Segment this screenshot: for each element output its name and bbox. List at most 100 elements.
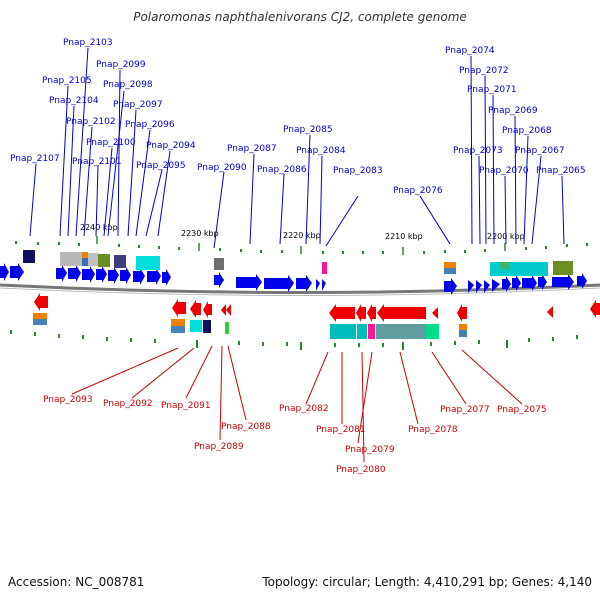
domain-box <box>225 322 229 334</box>
forward-gene-arrow[interactable] <box>108 267 119 284</box>
forward-gene-arrow[interactable] <box>120 267 131 284</box>
gene-label[interactable]: Pnap_2074 <box>445 46 495 56</box>
gene-label[interactable]: Pnap_2082 <box>279 404 329 414</box>
forward-gene-arrow[interactable] <box>56 265 67 282</box>
forward-gene-arrow[interactable] <box>468 280 474 293</box>
gene-label[interactable]: Pnap_2079 <box>345 445 395 455</box>
gene-label[interactable]: Pnap_2092 <box>103 399 153 409</box>
domain-box <box>60 252 82 266</box>
forward-gene-arrow[interactable] <box>316 279 320 291</box>
reverse-gene-arrow[interactable] <box>356 304 366 322</box>
gene-label[interactable]: Pnap_2067 <box>515 146 565 156</box>
scale-ticks <box>96 236 506 255</box>
gene-label[interactable]: Pnap_2102 <box>66 117 116 127</box>
gene-label[interactable]: Pnap_2103 <box>63 38 113 48</box>
gene-label[interactable]: Pnap_2096 <box>125 120 175 130</box>
forward-gene-arrow[interactable] <box>68 265 81 282</box>
gene-label[interactable]: Pnap_2076 <box>393 186 443 196</box>
forward-gene-arrow[interactable] <box>444 278 457 295</box>
domain-box <box>490 262 548 276</box>
forward-gene-arrow[interactable] <box>502 276 511 292</box>
domain-box <box>33 313 47 319</box>
gene-label[interactable]: Pnap_2090 <box>197 163 247 173</box>
minor-ticks-bottom <box>10 330 578 350</box>
gene-label[interactable]: Pnap_2080 <box>336 465 386 475</box>
forward-gene-arrow[interactable] <box>538 274 547 290</box>
forward-gene-arrow[interactable] <box>264 275 294 292</box>
reverse-gene-arrow[interactable] <box>457 304 467 322</box>
reverse-gene-arrow[interactable] <box>190 300 201 318</box>
forward-gene-arrow[interactable] <box>147 268 161 285</box>
forward-gene-track <box>0 263 587 295</box>
gene-label[interactable]: Pnap_2101 <box>72 157 122 167</box>
forward-gene-arrow[interactable] <box>552 274 574 290</box>
reverse-gene-arrow[interactable] <box>221 304 226 316</box>
gene-label[interactable]: Pnap_2081 <box>316 425 366 435</box>
reverse-gene-arrow[interactable] <box>590 300 600 318</box>
domain-box <box>444 268 456 274</box>
gene-label[interactable]: Pnap_2107 <box>10 154 60 164</box>
reverse-gene-arrow[interactable] <box>226 304 231 316</box>
forward-gene-arrow[interactable] <box>322 279 326 291</box>
domain-box <box>330 324 356 339</box>
forward-gene-arrow[interactable] <box>476 280 482 293</box>
gene-label[interactable]: Pnap_2078 <box>408 425 458 435</box>
gene-label[interactable]: Pnap_2105 <box>42 76 92 86</box>
domain-box <box>368 324 375 339</box>
forward-gene-arrow[interactable] <box>236 274 262 291</box>
gene-label[interactable]: Pnap_2086 <box>257 165 307 175</box>
forward-gene-arrow[interactable] <box>10 263 24 281</box>
gene-label[interactable]: Pnap_2097 <box>113 100 163 110</box>
domain-box <box>444 262 456 268</box>
forward-gene-arrow[interactable] <box>96 266 107 283</box>
gene-label[interactable]: Pnap_2091 <box>161 401 211 411</box>
reverse-gene-arrow[interactable] <box>367 304 376 322</box>
reverse-gene-arrow[interactable] <box>203 301 212 318</box>
gene-label[interactable]: Pnap_2098 <box>103 80 153 90</box>
forward-gene-arrow[interactable] <box>214 272 224 288</box>
gene-label[interactable]: Pnap_2072 <box>459 66 509 76</box>
gene-label[interactable]: Pnap_2100 <box>86 138 136 148</box>
forward-gene-arrow[interactable] <box>162 269 171 286</box>
reverse-gene-arrow[interactable] <box>432 307 438 319</box>
gene-label[interactable]: Pnap_2087 <box>227 144 277 154</box>
map-title: Polaromonas naphthalenivorans CJ2, compl… <box>133 10 467 24</box>
gene-label[interactable]: Pnap_2075 <box>497 405 547 415</box>
gene-label[interactable]: Pnap_2077 <box>440 405 490 415</box>
gene-label[interactable]: Pnap_2071 <box>467 85 517 95</box>
gene-label[interactable]: Pnap_2088 <box>221 422 271 432</box>
forward-gene-arrow[interactable] <box>484 280 490 293</box>
gene-label[interactable]: Pnap_2083 <box>333 166 383 176</box>
domain-box <box>82 258 88 266</box>
scale-label: 2210 kbp <box>385 232 423 241</box>
gene-label[interactable]: Pnap_2084 <box>296 146 346 156</box>
reverse-gene-arrow[interactable] <box>172 299 186 317</box>
domain-box <box>357 324 367 339</box>
reverse-gene-arrow[interactable] <box>377 304 426 322</box>
forward-gene-arrow[interactable] <box>82 266 95 283</box>
gene-label[interactable]: Pnap_2070 <box>479 166 529 176</box>
gene-label[interactable]: Pnap_2069 <box>488 106 538 116</box>
reverse-gene-arrow[interactable] <box>329 304 355 322</box>
reverse-gene-arrow[interactable] <box>547 306 553 318</box>
gene-label[interactable]: Pnap_2104 <box>49 96 99 106</box>
forward-gene-arrow[interactable] <box>133 268 145 285</box>
gene-label[interactable]: Pnap_2089 <box>194 442 244 452</box>
gene-label[interactable]: Pnap_2065 <box>536 166 586 176</box>
gene-label[interactable]: Pnap_2094 <box>146 141 196 151</box>
forward-gene-arrow[interactable] <box>512 275 521 291</box>
gene-label[interactable]: Pnap_2068 <box>502 126 552 136</box>
forward-gene-arrow[interactable] <box>522 275 537 291</box>
gene-label[interactable]: Pnap_2093 <box>43 395 93 405</box>
gene-label[interactable]: Pnap_2073 <box>453 146 503 156</box>
reverse-gene-arrow[interactable] <box>34 293 48 311</box>
bottom-gene-labels: Pnap_2093 Pnap_2092 Pnap_2091 Pnap_2088 … <box>43 395 547 475</box>
gene-label[interactable]: Pnap_2085 <box>283 125 333 135</box>
gene-label[interactable]: Pnap_2099 <box>96 60 146 70</box>
forward-gene-arrow[interactable] <box>296 275 312 292</box>
forward-gene-arrow[interactable] <box>577 273 587 289</box>
minor-ticks-top <box>15 241 588 254</box>
forward-gene-arrow[interactable] <box>492 279 500 292</box>
forward-gene-arrow[interactable] <box>0 263 9 281</box>
gene-label[interactable]: Pnap_2095 <box>136 161 186 171</box>
